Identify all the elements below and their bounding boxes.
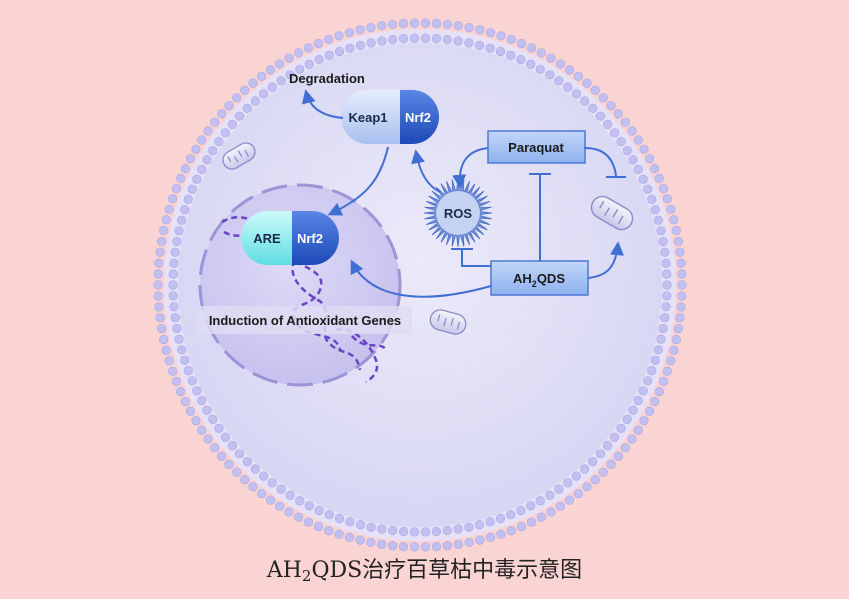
keap1-label: Keap1 [348,110,387,125]
degradation-label: Degradation [289,71,365,86]
pathway-connectors [301,89,626,298]
ah2qds-label: AH2QDS [513,271,565,289]
nrf2-cytoplasm-label: Nrf2 [405,110,431,125]
inhibit-ah2qds-ros [461,248,491,267]
ros-label: ROS [444,206,473,221]
arrow-ah2qds-to-nrf2 [350,259,492,298]
nrf2-nucleus-label: Nrf2 [297,231,323,246]
arrow-ah2qds-to-mito [587,241,624,279]
mitochondrion-1 [222,142,256,170]
are-label: ARE [253,231,281,246]
paraquat-label: Paraquat [508,140,564,155]
inhibit-paraquat-mito [584,147,617,177]
ah2qds-box: AH2QDS [490,260,589,296]
arrow-nrf2-translocation [327,146,389,216]
arrow-paraquat-to-ros [452,147,489,189]
arrow-ros-to-keap1 [411,149,441,193]
induction-label: Induction of Antioxidant Genes [209,313,401,328]
figure-caption: AH2QDS治疗百草枯中毒示意图 [266,558,583,585]
paraquat-box: Paraquat [487,130,586,164]
induction-label-box: Induction of Antioxidant Genes [198,306,412,334]
keap1-nrf2-complex: Keap1 Nrf2 [341,90,439,144]
arrow-to-degradation [301,89,344,119]
mitochondrion-3 [429,309,467,335]
are-nrf2-complex: ARE Nrf2 [241,211,339,265]
cytoplasm [178,43,662,527]
ros-starburst: ROS [423,178,493,248]
mitochondrion-2 [590,195,634,231]
